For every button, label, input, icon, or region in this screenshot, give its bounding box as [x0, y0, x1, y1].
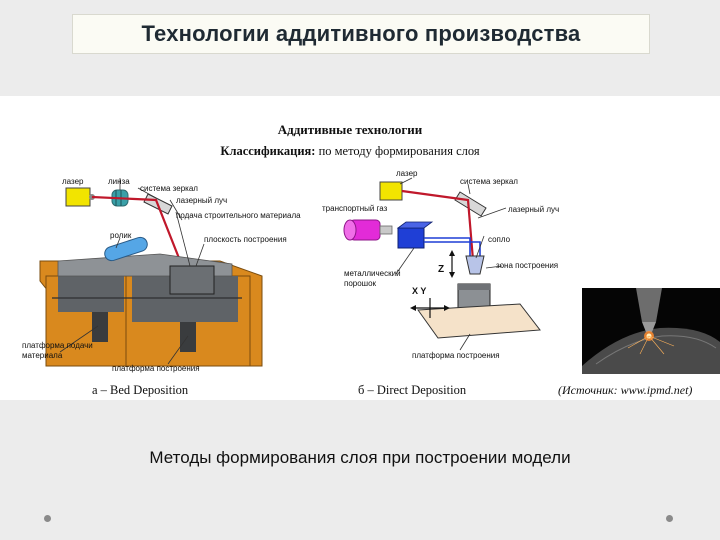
label-axis-xy: X Y — [412, 286, 426, 296]
feed-piston — [92, 312, 108, 342]
label-feed-platform-2: материала — [22, 351, 63, 360]
caption-direct-deposition: б – Direct Deposition — [358, 383, 467, 397]
label-metal-powder-1: металлический — [344, 269, 401, 278]
caption-bed-deposition: а – Bed Deposition — [92, 383, 189, 397]
powder-feeder — [397, 227, 425, 249]
nozzle — [465, 255, 485, 275]
deposition-photo — [582, 288, 720, 374]
bed-deposition-diagram: лазер линза система зеркал лазерный луч … — [22, 177, 301, 397]
label-laser-left: лазер — [62, 177, 84, 186]
label-build-zone: зона построения — [496, 261, 558, 270]
direct-deposition-diagram: лазер система зеркал транспортный газ ла… — [322, 169, 559, 397]
label-material-feed: подача строительного материала — [176, 211, 301, 220]
label-mirror-system-left: система зеркал — [140, 184, 198, 193]
laser-unit-right — [379, 181, 403, 201]
laser-unit — [65, 187, 91, 207]
slide-caption: Методы формирования слоя при построении … — [149, 448, 571, 467]
label-laser-beam-right: лазерный луч — [508, 205, 559, 214]
label-roller: ролик — [110, 231, 132, 240]
build-platform-right — [417, 303, 541, 339]
label-laser-right: лазер — [396, 169, 418, 178]
source-note: (Источник: www.ipmd.net) — [558, 383, 692, 397]
mirror-system-right — [454, 191, 487, 217]
laser-beam-right — [401, 189, 476, 273]
label-lens: линза — [108, 177, 130, 186]
label-mirror-system-right: система зеркал — [460, 177, 518, 186]
figure-header: Аддитивные технологии — [278, 122, 423, 137]
bottom-right-dot — [666, 515, 673, 522]
deposition-methods-figure: Аддитивные технологии Классификация: по … — [0, 96, 720, 400]
label-build-platform-right: платформа построения — [412, 351, 500, 360]
build-piston — [180, 322, 196, 352]
label-nozzle: сопло — [488, 235, 511, 244]
label-transport-gas: транспортный газ — [322, 204, 388, 213]
label-axis-z: Z — [438, 264, 444, 275]
roller — [104, 236, 148, 262]
label-feed-platform-1: платформа подачи — [22, 341, 93, 350]
figure-subheader: Классификация: по методу формирования сл… — [220, 144, 479, 158]
build-part — [169, 265, 215, 295]
label-metal-powder-2: порошок — [344, 279, 377, 288]
label-build-platform-left: платформа построения — [112, 364, 200, 373]
label-build-plane: плоскость построения — [204, 235, 287, 244]
gas-cylinder — [343, 219, 393, 241]
label-laser-beam-left: лазерный луч — [176, 196, 227, 205]
slide-title: Технологии аддитивного производства — [72, 14, 650, 54]
bottom-left-dot — [44, 515, 51, 522]
